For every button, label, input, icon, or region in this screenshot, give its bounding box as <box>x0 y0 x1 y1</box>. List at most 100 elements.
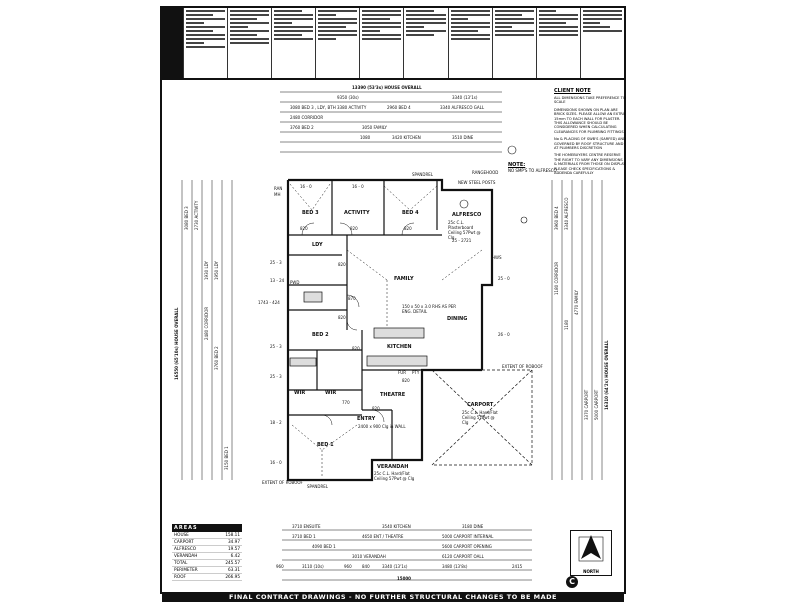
top-dim: 2480 CORRIDOR <box>290 115 324 120</box>
right-dim: 5000 CARPORT <box>594 389 599 420</box>
notes-column <box>404 8 449 78</box>
notes-column <box>581 8 624 78</box>
top-dim: 3760 BED 2 <box>290 125 314 130</box>
top-dim: 3340 ALFRESCO GALL <box>440 105 485 110</box>
note-text: NO SMP'S TO ALFRESCO <box>508 168 557 173</box>
entry-note: 2400 x 900 Clg in WALL <box>358 424 406 429</box>
bottom-dim: 3540 KITCHEN <box>382 524 411 529</box>
room-bed3: BED 3 <box>302 210 319 216</box>
notes-column <box>537 8 581 78</box>
left-dim: 3760 BED 2 <box>214 346 219 370</box>
right-dim: 1180 <box>564 319 569 330</box>
ceiling-height: 25 - 3 <box>270 374 282 379</box>
left-dim: 2730 ACTIVITY <box>194 200 199 230</box>
left-dim: 2480 CORRIDOR <box>204 306 209 340</box>
notes-column <box>272 8 317 78</box>
notes-column <box>493 8 537 78</box>
company-logo-icon: C <box>566 576 578 588</box>
area-name: ROOF <box>174 574 186 579</box>
area-value: 19.57 <box>228 546 240 551</box>
label: RAN <box>274 186 283 191</box>
area-value: 158.11 <box>225 532 240 537</box>
final-contract-banner: FINAL CONTRACT DRAWINGS - NO FURTHER STR… <box>162 592 624 602</box>
left-dim: 3150 BED 1 <box>224 446 229 470</box>
bottom-dim: 2415 <box>512 564 523 569</box>
carport-note: 25c C.L. Hard/Flat Ceiling 57Pwt @ Clg <box>462 410 498 425</box>
roof-extent-label: EXTENT OF ROBOOF <box>262 480 303 485</box>
areas-title: AREAS <box>172 524 242 532</box>
spandrel-label: SPANDREL <box>307 484 329 489</box>
area-name: TOTAL <box>174 560 188 565</box>
area-value: 63.31 <box>228 567 240 572</box>
areas-row: PERIMETER 63.31 <box>172 567 242 574</box>
ceiling-height: 25 - 2721 <box>452 238 472 243</box>
door-width: 820 <box>402 378 410 383</box>
room-bed4: BED 4 <box>402 210 419 216</box>
verandah-note: 25c C.L. Hard/Flat Ceiling 57Pwt @ Clg <box>374 471 415 481</box>
room-wir-2: WIR <box>325 390 337 396</box>
left-dim: 1950 LDY <box>214 261 219 280</box>
ceiling-height: 25 - 3 <box>270 260 282 265</box>
room-bed2: BED 2 <box>312 332 329 338</box>
manhole-label: MH <box>274 192 281 197</box>
door-width: 820 <box>300 226 308 231</box>
bottom-dim: 840 <box>362 564 370 569</box>
room-activity: ACTIVITY <box>344 210 370 216</box>
area-name: PERIMETER <box>174 567 198 572</box>
bottom-dim: 3340 (13'1s) <box>382 564 408 569</box>
top-dim: 3050 FAMILY <box>362 125 387 130</box>
ceiling-height: 1743 - 424 <box>258 300 280 305</box>
bottom-overall-dim: 15000 <box>397 576 411 581</box>
ceiling-height: 18 - 2 <box>270 420 282 425</box>
bottom-dim: 3710 BED 1 <box>292 534 316 539</box>
notes-column <box>228 8 273 78</box>
areas-row: ALFRESCO 19.57 <box>172 546 242 553</box>
ceiling-height: 25 - 0 <box>498 276 510 281</box>
top-dim: 3420 KITCHEN <box>392 135 421 140</box>
areas-row: HOUSE 158.11 <box>172 532 242 539</box>
right-dim: 1180 CORRIDOR <box>554 261 559 295</box>
client-note-para: DIMENSIONS SHOWN ON PLAN ARE BRICK SIZES… <box>554 107 626 134</box>
client-note-para: ALL DIMENSIONS TAKE PREFERENCE TO SCALE <box>554 96 626 105</box>
client-note: CLIENT NOTE ALL DIMENSIONS TAKE PREFEREN… <box>554 88 626 179</box>
north-arrow-box: NORTH <box>570 530 612 576</box>
area-name: CARPORT <box>174 539 194 544</box>
right-dim: 3370 CARPORT <box>584 389 589 420</box>
notes-column <box>184 8 229 78</box>
room-bed1: BED 1 <box>317 442 334 448</box>
area-value: 245.57 <box>225 560 240 565</box>
room-wir-1: WIR <box>294 390 306 396</box>
door-width: 820 <box>338 262 346 267</box>
door-width: 820 <box>404 226 412 231</box>
notes-column <box>449 8 493 78</box>
fur-label: FUR <box>398 370 407 375</box>
steel-posts-label: NEW STEEL POSTS <box>458 180 496 185</box>
top-dim: 3380 ACTIVITY <box>337 105 367 110</box>
top-dim: 3510 DINE <box>452 135 474 140</box>
bottom-dim: 5600 CARPORT OPENING <box>442 544 492 549</box>
ceiling-height: 26 - 0 <box>498 332 510 337</box>
roof-extent-label: EXTENT OF ROBOOF <box>502 364 543 369</box>
room-ldy: LDY <box>312 242 323 248</box>
door-width: 870 <box>348 296 356 301</box>
area-name: ALFRESCO <box>174 546 197 551</box>
note: NOTE: NO SMP'S TO ALFRESCO <box>508 162 557 173</box>
client-note-title: CLIENT NOTE <box>554 88 591 94</box>
bottom-dim-lines <box>282 529 532 581</box>
north-label: NORTH <box>583 569 599 574</box>
client-note-para: No & PLACING OF SWB'S (SARFED) AND GOVER… <box>554 137 626 151</box>
overall-width-label: 13390 (53'3s) HOUSE OVERALL <box>352 85 422 90</box>
area-name: HOUSE <box>174 532 189 537</box>
door-width: 770 <box>342 400 350 405</box>
bottom-dim: 3110 (10s) <box>302 564 324 569</box>
bottom-dim: 3480 (13'8s) <box>442 564 468 569</box>
top-dim: 1080 <box>360 135 371 140</box>
floor-plan-drawing <box>181 91 603 482</box>
right-dim: 3960 BED 4 <box>554 206 559 230</box>
client-note-para: THE HOMEBUYERS CENTRE RESERVE THE RIGHT … <box>554 153 626 176</box>
family-note: 150 x 50 x 3.0 RHS AS PER ENG. DETAIL <box>402 304 457 314</box>
